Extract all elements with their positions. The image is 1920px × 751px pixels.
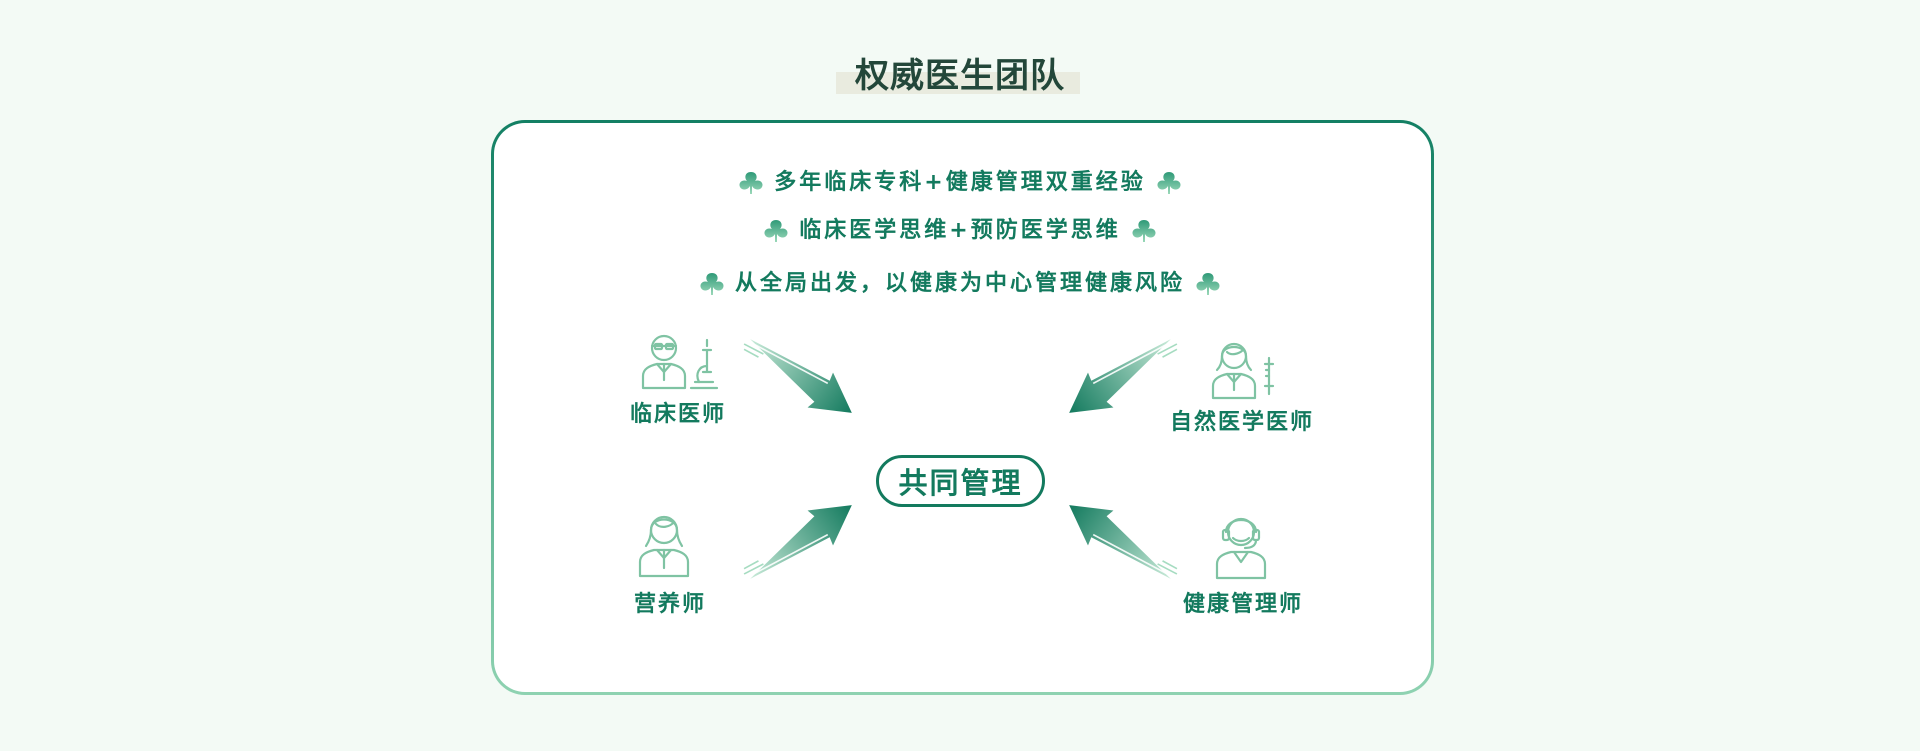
co-management-label: 共同管理 [898, 466, 1023, 500]
role-label: 自然医学医师 [1169, 410, 1314, 435]
role-label: 健康管理师 [1182, 592, 1303, 617]
title-block: 权威医生团队 [0, 44, 1920, 104]
role-nutritionist: 营养师 [610, 506, 730, 618]
leaf-icon [1195, 271, 1221, 297]
role-label: 营养师 [633, 592, 706, 617]
role-clinical: 临床医师 [618, 326, 738, 428]
feature-line-2: 临床医学思维+预防医学思维 [0, 216, 1920, 246]
feature-line-1: 多年临床专科+健康管理双重经验 [0, 168, 1920, 198]
role-health-manager: 健康管理师 [1168, 508, 1318, 618]
co-management-badge: 共同管理 [876, 455, 1045, 507]
leaf-icon [699, 271, 725, 297]
headset-health-manager-icon [1215, 517, 1267, 580]
leaf-icon [1156, 170, 1182, 196]
feature-text: 临床医学思维+预防医学思维 [799, 218, 1121, 243]
leaf-icon [763, 218, 789, 244]
feature-text: 从全局出发，以健康为中心管理健康风险 [734, 271, 1185, 296]
leaf-icon [738, 170, 764, 196]
role-natural: 自然医学医师 [1162, 334, 1322, 436]
female-doctor-with-syringe-icon [1211, 342, 1275, 400]
team-card [491, 120, 1434, 695]
feature-text: 多年临床专科+健康管理双重经验 [774, 170, 1146, 195]
feature-line-3: 从全局出发，以健康为中心管理健康风险 [0, 269, 1920, 299]
role-label: 临床医师 [629, 402, 726, 427]
doctor-with-microscope-icon [641, 334, 719, 390]
page-title: 权威医生团队 [855, 56, 1065, 96]
female-nutritionist-icon [638, 515, 690, 578]
leaf-icon [1131, 218, 1157, 244]
title-highlight [836, 72, 1080, 94]
